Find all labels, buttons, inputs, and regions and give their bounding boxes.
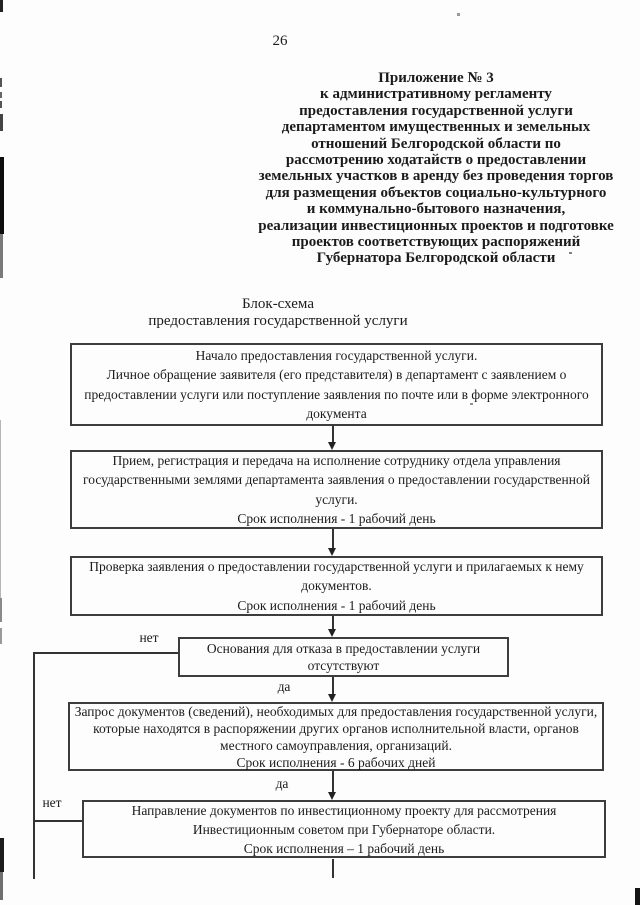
flow-arrow-line (332, 616, 334, 629)
flow-box-text-line: местного самоуправления, организаций. (220, 737, 452, 753)
flow-arrow-line (332, 426, 334, 443)
flow-box-text-line: Направление документов по инвестиционном… (131, 802, 557, 818)
flow-box-text-line: Срок исполнения - 1 рабочий день (237, 597, 436, 613)
scan-artifact (0, 0, 3, 12)
section-title-line: предоставления государственной услуги (148, 313, 408, 329)
flow-box-text-line: Инвестиционным советом при Губернаторе о… (192, 821, 496, 837)
appendix-header-line: отношений Белгородской области по (311, 135, 561, 152)
branch-label-yes: да (277, 679, 291, 694)
flow-box-text-line: документа (306, 406, 367, 421)
flow-arrow-line (332, 529, 334, 548)
scan-artifact (0, 101, 2, 108)
flow-box-text-line: отсутствуют (307, 658, 380, 673)
arrow-down-icon (328, 548, 336, 556)
appendix-header-line: для размещения объектов социально-культу… (265, 184, 607, 201)
scan-artifact (0, 872, 3, 900)
scan-artifact (0, 78, 2, 87)
scan-artifact (0, 628, 2, 644)
branch-label-no: нет (42, 795, 62, 810)
flow-arrow-line (332, 771, 334, 792)
flow-box-text-line: Срок исполнения - 1 рабочий день (237, 511, 436, 526)
flow-connector-line (332, 859, 334, 878)
appendix-header-line: департаментом имущественных и земельных (281, 119, 591, 136)
scan-artifact (0, 838, 4, 872)
branch-no-connector-vertical (33, 652, 35, 879)
flow-box-text-line: Проверка заявления о предоставлении госу… (89, 558, 584, 574)
flow-box-text-line: которые находятся в распоряжении других … (93, 720, 579, 736)
scan-artifact (0, 598, 2, 622)
flow-box-text-line: Запрос документов (сведений), необходимы… (74, 703, 598, 719)
page-number: 26 (272, 33, 288, 49)
arrow-down-icon (328, 694, 336, 702)
branch-label-yes: да (275, 776, 289, 791)
flow-box-request-documents: Запрос документов (сведений), необходимы… (68, 702, 604, 771)
section-title-line: Блок-схема (242, 296, 314, 312)
branch-no-connector-horizontal (33, 820, 82, 822)
appendix-header-line: Губернатора Белгородской области (316, 250, 556, 267)
appendix-header-line: к административному регламенту (320, 86, 552, 103)
flow-box-check: Проверка заявления о предоставлении госу… (70, 556, 603, 616)
flow-box-text-line: Срок исполнения - 6 рабочих дней (236, 754, 436, 770)
branch-label-no: нет (139, 630, 159, 645)
scan-artifact (0, 157, 4, 234)
flow-box-text-line: государственными землями департамента за… (83, 472, 590, 487)
scan-artifact (457, 13, 460, 16)
scan-artifact (0, 92, 2, 98)
scan-artifact (470, 403, 473, 405)
flow-box-text-line: Начало предоставления государственной ус… (195, 347, 478, 363)
flow-box-text-line: Личное обращение заявителя (его представ… (106, 367, 567, 382)
flow-box-text-line: предоставлении услуги или поступление за… (84, 386, 589, 402)
appendix-header-line: реализации инвестиционных проектов и под… (258, 217, 614, 234)
appendix-header-line: земельных участков в аренду без проведен… (258, 168, 614, 185)
flow-arrow-line (332, 677, 334, 694)
flow-box-text-line: Срок исполнения – 1 рабочий день (243, 840, 445, 856)
arrow-down-icon (328, 442, 336, 450)
scan-artifact (0, 420, 1, 605)
flow-box-reception: Прием, регистрация и передача на исполне… (70, 450, 603, 529)
appendix-header-line: Приложение № 3 (378, 70, 494, 86)
flow-box-text-line: Основания для отказа в предоставлении ус… (206, 641, 481, 656)
arrow-down-icon (328, 629, 336, 637)
section-title: Блок-схема предоставления государственно… (78, 296, 478, 330)
appendix-header-line: и коммунально-бытового назначения, (306, 201, 566, 218)
flow-box-text-line: Прием, регистрация и передача на исполне… (112, 452, 561, 468)
appendix-header-line: рассмотрению ходатайств о предоставлении (285, 152, 587, 169)
scan-artifact (0, 114, 3, 131)
flow-box-investment-council: Направление документов по инвестиционном… (82, 800, 606, 858)
appendix-header-line: предоставления государственной услуги (299, 102, 573, 119)
appendix-header-line: проектов соответствующих распоряжений (291, 234, 581, 251)
branch-no-connector-horizontal (33, 652, 178, 654)
flow-box-start: Начало предоставления государственной ус… (70, 343, 603, 426)
flow-box-text-line: услуги. (315, 491, 358, 507)
scan-artifact (569, 252, 572, 254)
scan-artifact (0, 234, 3, 278)
flow-box-decision: Основания для отказа в предоставлении ус… (178, 637, 509, 677)
flow-box-text-line: документов. (301, 578, 372, 594)
appendix-header: Приложение № 3 к административному регла… (250, 70, 622, 267)
arrow-down-icon (328, 792, 336, 800)
scan-artifact (635, 888, 640, 905)
